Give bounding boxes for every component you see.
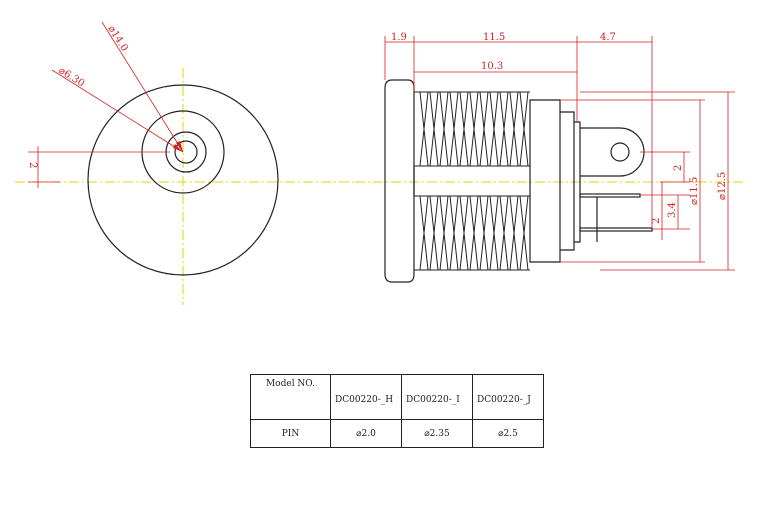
technical-drawing: ⌀14.0 ⌀6.30 2 <box>15 21 745 305</box>
terminal-tab <box>580 127 645 177</box>
pin-cell-j: ⌀2.5 <box>472 419 544 448</box>
thread-top <box>414 91 530 167</box>
dim-tail-label: 4.7 <box>600 32 616 43</box>
dim-dia115-label: ⌀11.5 <box>689 177 700 205</box>
flange-outline <box>384 79 415 283</box>
table-pin-row: PIN ⌀2.0 ⌀2.35 ⌀2.5 <box>250 419 544 448</box>
dim-thread-label: 10.3 <box>481 61 503 72</box>
table-header-row: Model NO. DC00220-_H DC00220-_I DC00220-… <box>250 374 544 420</box>
front-view: ⌀14.0 ⌀6.30 2 <box>15 21 355 305</box>
thread-bottom <box>414 195 530 271</box>
dim-pin-2-top-label: 2 <box>673 165 684 171</box>
dia14-leader <box>101 21 184 153</box>
pin-hole-circle <box>174 140 198 164</box>
outer-flange-circle <box>87 84 279 276</box>
dia6-arrow <box>173 144 183 152</box>
dia14-arrow <box>176 141 183 152</box>
dia-outer-label: ⌀14.0 <box>105 24 129 54</box>
dia6-leader <box>51 69 184 153</box>
rear-body <box>529 99 561 263</box>
offset-label: 2 <box>27 162 38 168</box>
socket-circle <box>165 131 207 173</box>
model-cell-h: DC00220-_H <box>330 374 402 420</box>
rear-step <box>560 111 575 251</box>
pin-cell-h: ⌀2.0 <box>330 419 402 448</box>
dim-pin-2-bottom-label: 2 <box>651 218 662 224</box>
pin-cell-i: ⌀2.35 <box>401 419 473 448</box>
dim-flange-label: 1.9 <box>391 32 407 43</box>
side-view: 1.9 11.5 4.7 10.3 ⌀11.5 ⌀12.5 2 3.4 2 <box>355 32 745 283</box>
pin-row-label: PIN <box>250 419 331 448</box>
dim-dia125-label: ⌀12.5 <box>717 172 728 200</box>
dim-body-label: 11.5 <box>483 32 505 43</box>
model-cell-i: DC00220-_I <box>401 374 473 420</box>
terminal-hole <box>610 142 630 162</box>
dia-inner-label: ⌀6.30 <box>56 65 86 89</box>
pin-upper <box>579 193 641 198</box>
spec-table: Model NO. DC00220-_H DC00220-_I DC00220-… <box>250 374 544 448</box>
pin-lower <box>579 227 653 232</box>
dim-pin-34-label: 3.4 <box>667 202 678 218</box>
model-no-header: Model NO. <box>250 374 331 420</box>
model-cell-j: DC00220-_J <box>472 374 544 420</box>
